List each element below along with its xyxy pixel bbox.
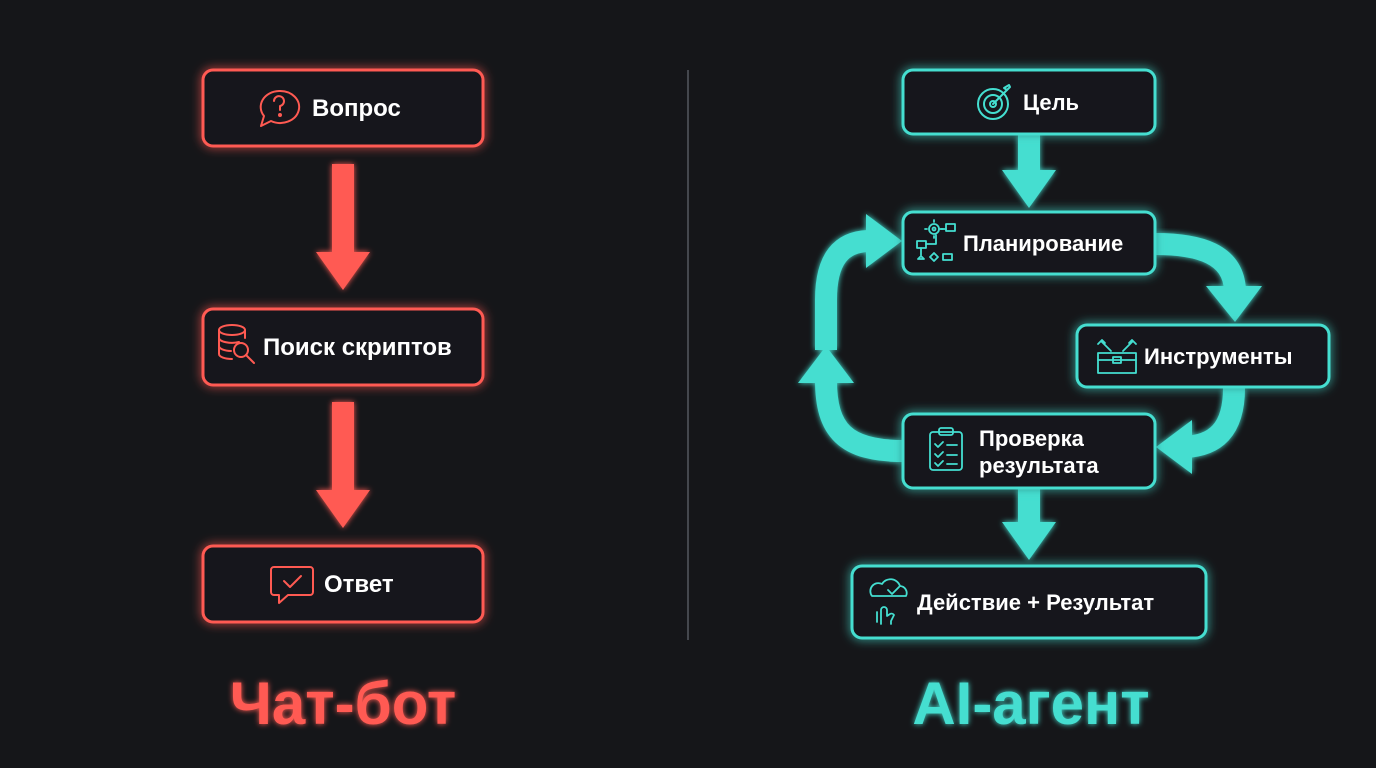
node-answer-label: Ответ bbox=[324, 571, 394, 598]
node-search: Поиск скриптов bbox=[201, 307, 485, 387]
node-action: Действие + Результат bbox=[850, 564, 1208, 640]
agent-flow: Цель Планирование bbox=[798, 68, 1331, 737]
agent-arrow-planning-tools bbox=[1154, 233, 1262, 322]
node-goal-label: Цель bbox=[1023, 90, 1079, 115]
chatbot-title: Чат-бот bbox=[230, 670, 457, 737]
chatbot-arrow-1 bbox=[316, 164, 370, 290]
node-question: Вопрос bbox=[201, 68, 485, 148]
node-planning: Планирование bbox=[901, 210, 1157, 276]
clipboard-checklist-icon bbox=[929, 427, 963, 471]
node-planning-label: Планирование bbox=[963, 231, 1123, 256]
agent-arrow-verification-planning bbox=[798, 214, 904, 462]
node-action-label: Действие + Результат bbox=[917, 590, 1154, 615]
agent-arrow-verification-action bbox=[1002, 488, 1056, 560]
node-search-label: Поиск скриптов bbox=[263, 334, 452, 361]
node-verification: Проверка результата bbox=[901, 412, 1157, 490]
node-goal: Цель bbox=[901, 68, 1157, 136]
toolbox-icon bbox=[1097, 339, 1137, 374]
flowchart-gear-icon bbox=[916, 219, 956, 262]
agent-title: AI-агент bbox=[912, 670, 1149, 737]
hand-cloud-check-icon bbox=[869, 578, 908, 625]
question-bubble-icon bbox=[259, 89, 301, 127]
node-tools-label: Инструменты bbox=[1144, 344, 1293, 369]
agent-arrow-goal-planning bbox=[1002, 134, 1056, 208]
database-search-icon bbox=[217, 324, 255, 364]
check-bubble-icon bbox=[270, 566, 314, 604]
chatbot-flow: Вопрос Поиск скриптов Ответ bbox=[201, 68, 485, 737]
target-icon bbox=[977, 84, 1011, 120]
node-answer: Ответ bbox=[201, 544, 485, 624]
node-tools: Инструменты bbox=[1075, 323, 1331, 389]
node-question-label: Вопрос bbox=[312, 95, 401, 122]
node-verification-label-line1: Проверка bbox=[979, 426, 1085, 451]
agent-arrow-tools-verification bbox=[1156, 387, 1245, 474]
node-verification-label-line2: результата bbox=[979, 453, 1099, 478]
chatbot-arrow-2 bbox=[316, 402, 370, 528]
